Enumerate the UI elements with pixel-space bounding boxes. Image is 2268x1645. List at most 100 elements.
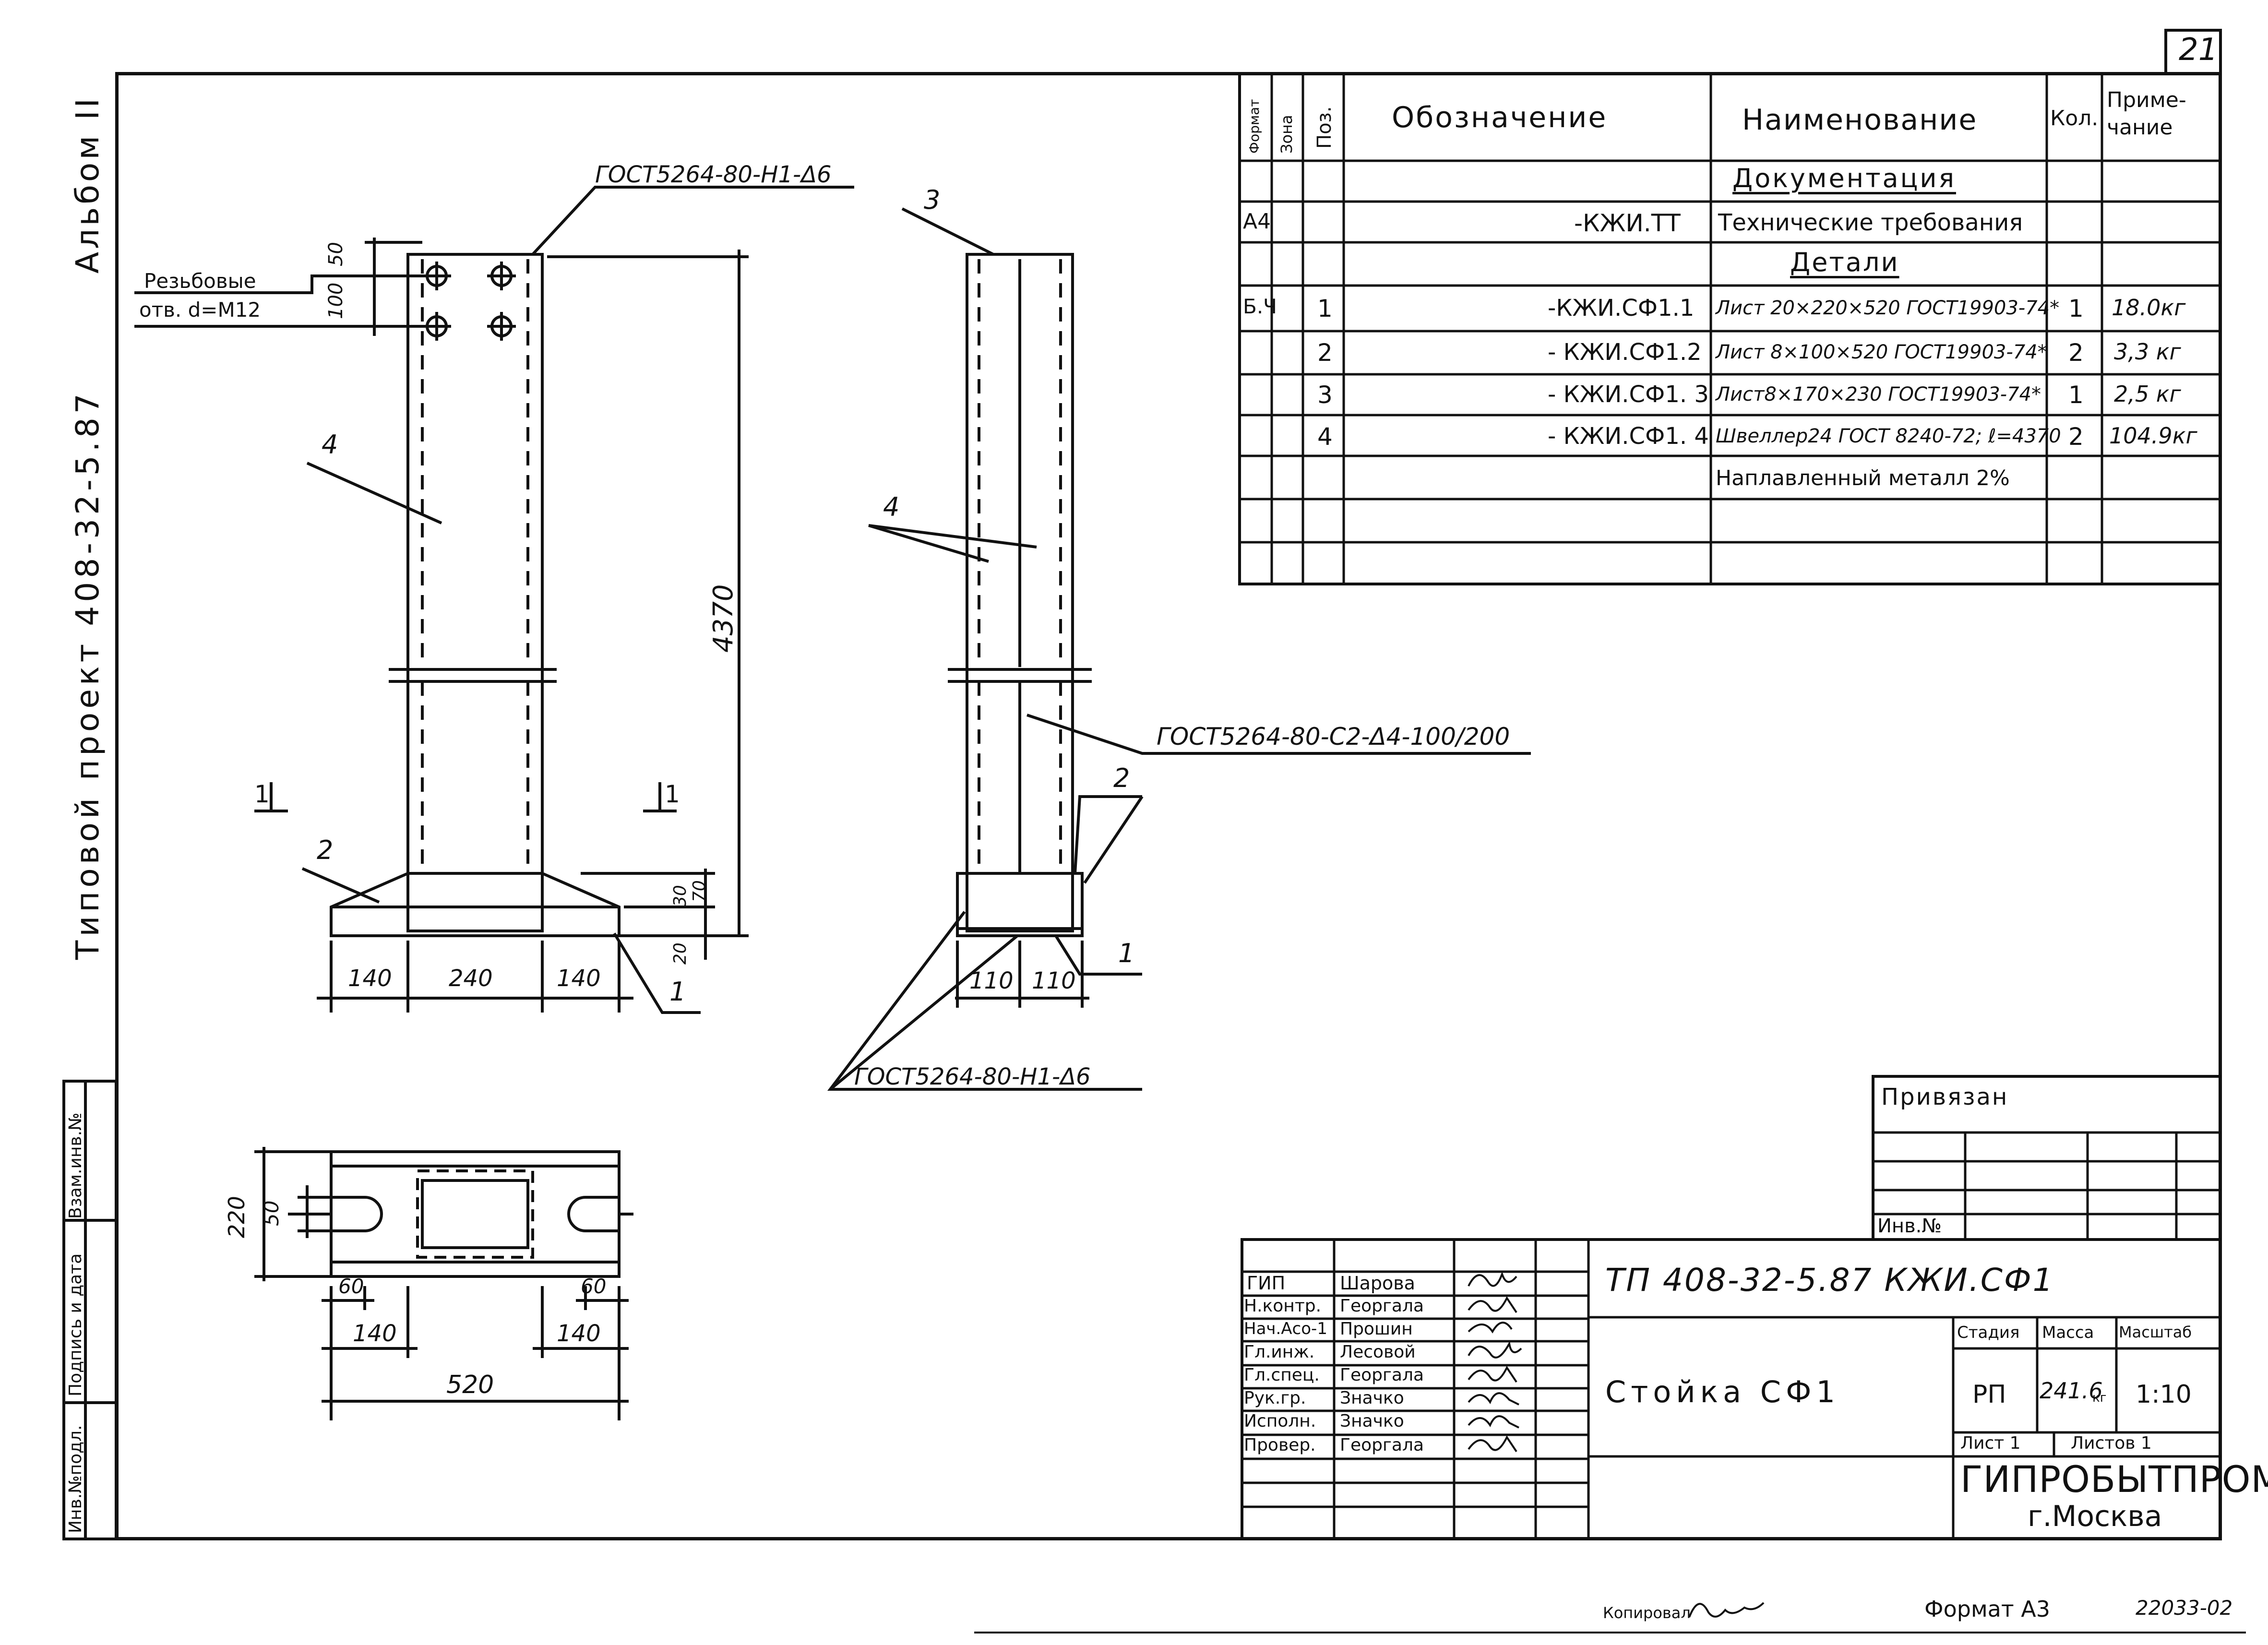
spec-header-designation: Обозначение: [1392, 101, 1608, 134]
spec-header-note: Приме-чание: [2107, 88, 2186, 140]
signature-1: [1468, 1271, 1517, 1287]
role-gip: ГИП: [1247, 1273, 1286, 1294]
copied-by-label: Копировал: [1603, 1604, 1691, 1622]
section-mark-right: 1: [665, 780, 680, 808]
role-prover: Провер.: [1244, 1435, 1316, 1455]
weld-label-bottom: ГОСТ5264-80-Н1-Δ6: [854, 1063, 1091, 1090]
signature-7: [1468, 1415, 1519, 1429]
spec-row-note: 104.9кг: [2109, 423, 2197, 449]
spec-row-name: Лист 20×220×520 ГОСТ19903-74*: [1716, 297, 2060, 319]
section-mark-left: 1: [254, 780, 270, 808]
spec-row-designation: - КЖИ.СФ1. 4: [1548, 423, 1709, 450]
copied-signature: [1688, 1602, 1765, 1618]
plan-dim-520: 520: [446, 1371, 494, 1399]
organization-city: г.Москва: [2028, 1500, 2162, 1533]
spec-row-pos: 4: [1317, 423, 1333, 451]
left-stamp-strip: [62, 1080, 118, 1540]
role-nach: Нач.Асо-1: [1244, 1319, 1327, 1338]
role-glinzh: Гл.инж.: [1244, 1342, 1315, 1362]
page-number: 21: [2179, 32, 2218, 68]
spec-row-qty: 2: [2068, 339, 2084, 367]
plan-dim-60-left: 60: [338, 1275, 364, 1298]
spec-row-format: А4: [1243, 209, 1271, 234]
spec-row-pos: 2: [1317, 339, 1333, 367]
spec-section-docs: Документация: [1732, 163, 1956, 193]
spec-row-pos: 1: [1317, 295, 1333, 322]
name-rukgr: Значко: [1340, 1388, 1404, 1408]
spec-row-format: Б.Ч: [1243, 295, 1277, 318]
mass-unit: кг: [2092, 1391, 2107, 1405]
scale-header: Масштаб: [2119, 1323, 2192, 1341]
position-4-front: 4: [322, 429, 338, 460]
dim-110-left: 110: [969, 967, 1014, 994]
page-number-box: [2164, 29, 2222, 75]
position-2-front: 2: [317, 835, 334, 865]
spec-row-qty: 1: [2068, 381, 2084, 409]
position-4-side: 4: [883, 492, 900, 522]
plan-dim-140-left: 140: [353, 1320, 397, 1347]
name-prover: Георгала: [1340, 1435, 1424, 1455]
name-nkontr: Георгала: [1340, 1296, 1424, 1316]
sheet-label: Лист 1: [1960, 1433, 2021, 1453]
signature-2: [1468, 1296, 1517, 1313]
dim-140-right: 140: [557, 965, 601, 992]
spec-row-name: Лист8×170×230 ГОСТ19903-74*: [1716, 383, 2041, 405]
specification-table: [1238, 72, 2222, 585]
weld-label-top: ГОСТ5264-80-Н1-Δ6: [595, 161, 832, 188]
name-gip: Шарова: [1340, 1273, 1415, 1294]
dim-110-right: 110: [1032, 967, 1076, 994]
plan-dim-60-right: 60: [581, 1275, 607, 1298]
privyazan-label: Привязан: [1881, 1084, 2009, 1110]
holes-label-1: Резьбовые: [144, 269, 256, 293]
format-label: Формат А3: [1924, 1596, 2050, 1622]
strip-hline-2: [62, 1401, 118, 1404]
spec-row-designation: - КЖИ.СФ1.2: [1548, 339, 1702, 366]
plan-dim-140-right: 140: [557, 1320, 601, 1347]
holes-label-2: отв. d=М12: [139, 298, 261, 322]
name-ispoln: Значко: [1340, 1411, 1404, 1431]
spec-row-name: Наплавленный металл 2%: [1716, 466, 2010, 490]
spec-row-note: 18.0кг: [2112, 295, 2186, 321]
scale-value: 1:10: [2136, 1380, 2192, 1409]
position-2-side: 2: [1113, 763, 1130, 793]
bottom-line: [974, 1632, 2246, 1633]
spec-row-name: Технические требования: [1718, 209, 2023, 236]
dim-240: 240: [449, 965, 493, 992]
spec-header-name: Наименование: [1742, 103, 1978, 137]
role-rukgr: Рук.гр.: [1244, 1388, 1306, 1408]
stage-value: РП: [1972, 1380, 2006, 1409]
role-nkontr: Н.контр.: [1244, 1296, 1322, 1316]
mass-header: Масса: [2042, 1323, 2094, 1342]
signature-8: [1468, 1435, 1517, 1453]
column-front: [406, 253, 544, 932]
spec-row-designation: -КЖИ.ТТ: [1574, 209, 1681, 237]
spec-row-note: 2,5 кг: [2114, 381, 2181, 407]
spec-row-note: 3,3 кг: [2114, 339, 2181, 365]
role-ispoln: Исполн.: [1244, 1411, 1316, 1431]
inv-no-label: Инв.№: [1877, 1215, 1942, 1237]
stage-header: Стадия: [1957, 1323, 2020, 1342]
position-3: 3: [924, 185, 941, 215]
spec-row-designation: -КЖИ.СФ1.1: [1548, 295, 1695, 322]
inventory-code: 22033-02: [2136, 1596, 2233, 1620]
spec-header-qty: Кол.: [2050, 106, 2099, 131]
doc-code: ТП 408-32-5.87 КЖИ.СФ1: [1605, 1262, 2054, 1299]
privyazan-block: [1872, 1075, 2222, 1238]
left-strip-divider: [84, 1080, 87, 1540]
mass-value: 241.6: [2040, 1378, 2103, 1404]
name-glspec: Георгала: [1340, 1365, 1424, 1385]
weld-label-side: ГОСТ5264-80-С2-Δ4-100/200: [1157, 723, 1510, 751]
spec-row-qty: 1: [2068, 295, 2084, 322]
spec-row-name: Швеллер24 ГОСТ 8240-72; ℓ=4370: [1716, 425, 2061, 447]
signature-3: [1468, 1322, 1513, 1334]
spec-row-designation: - КЖИ.СФ1. 3: [1548, 381, 1709, 408]
spec-row-name: Лист 8×100×520 ГОСТ19903-74*: [1716, 341, 2047, 363]
role-glspec: Гл.спец.: [1244, 1365, 1320, 1385]
drawing-frame: [115, 72, 2222, 1540]
dim-140-left: 140: [348, 965, 392, 992]
